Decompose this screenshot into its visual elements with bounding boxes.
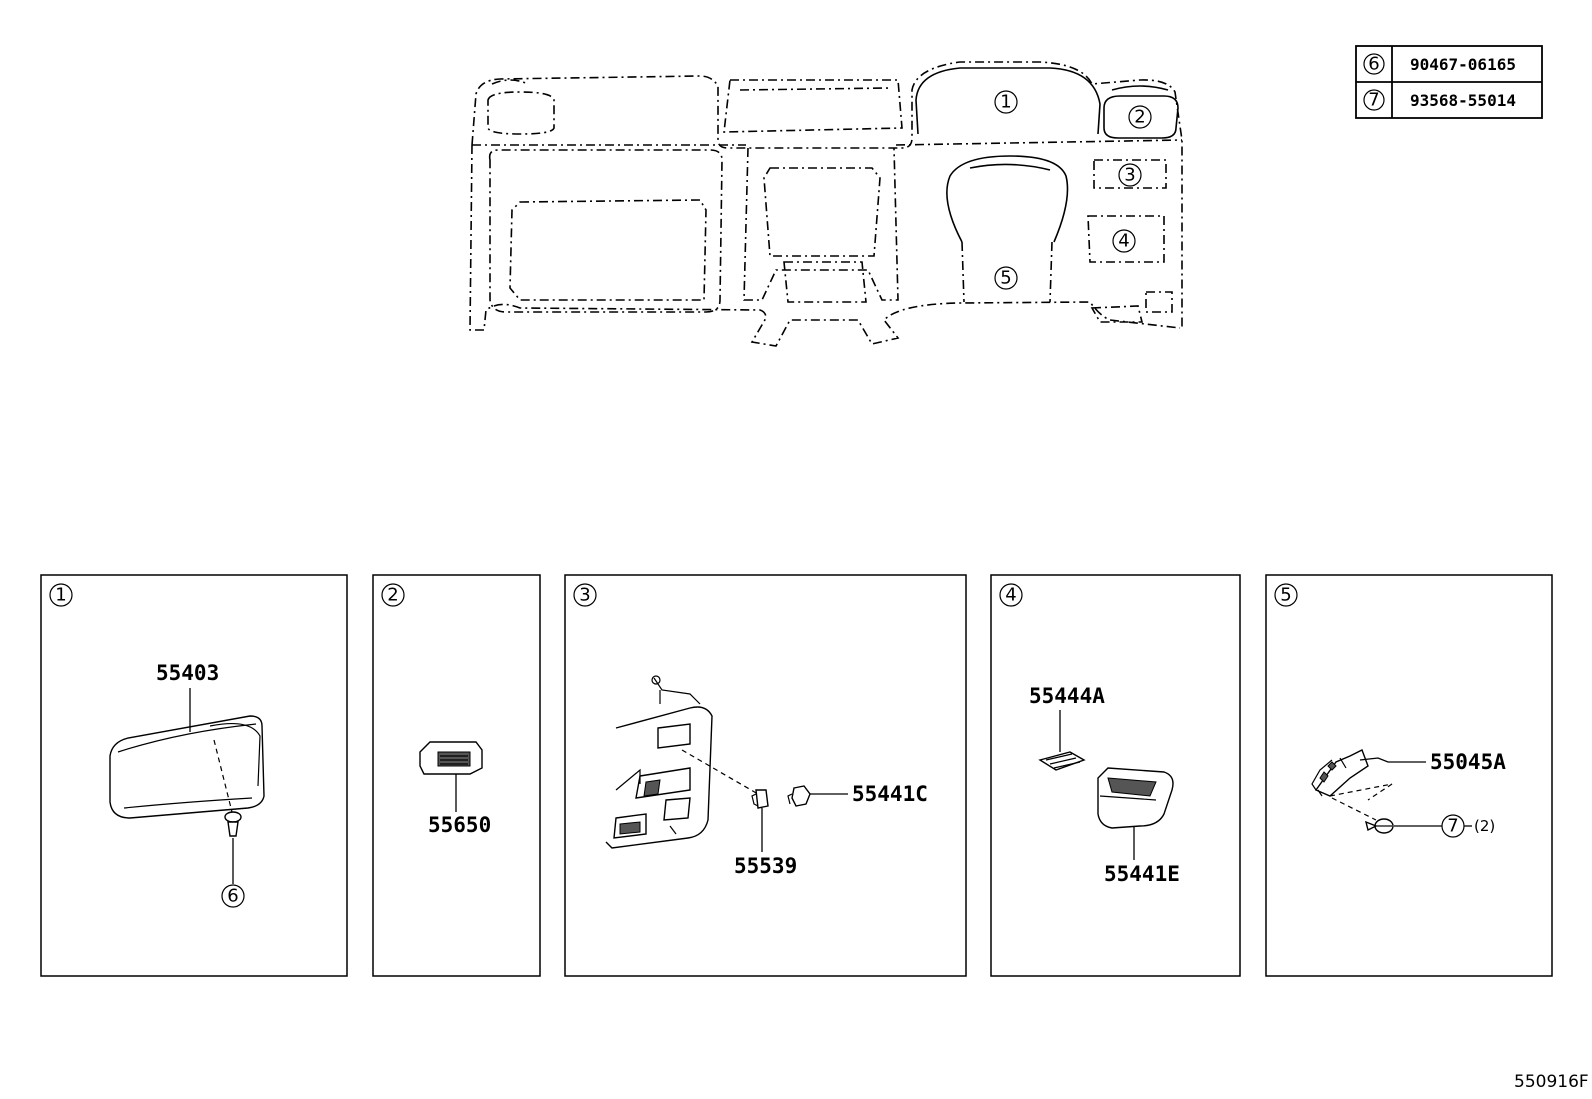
cover-part [1311, 749, 1369, 797]
callout-7: 7 [1447, 816, 1458, 837]
part-label-55539: 55539 [734, 854, 797, 878]
detail-panel-5: 5 55045A 7 (2) [1265, 574, 1553, 977]
overview-callout-1: 1 [1000, 92, 1011, 113]
panel-index: 2 [387, 585, 398, 606]
part-label-55444a: 55444A [1029, 684, 1105, 708]
reference-code: 550916F [1514, 1072, 1589, 1092]
detail-panel-2: 2 55650 [372, 574, 541, 977]
part-label-55441c: 55441C [852, 782, 928, 806]
legend-callout: 7 [1368, 90, 1379, 111]
legend-part-number: 93568-55014 [1410, 91, 1516, 110]
overview-callout-4: 4 [1118, 231, 1129, 252]
dashboard-overview: 1 2 3 4 5 [469, 61, 1183, 347]
detail-panel-3: 3 55539 55441C [564, 574, 967, 977]
panel-index: 1 [55, 585, 66, 606]
panel-index: 4 [1005, 585, 1016, 606]
screw-fastener [1364, 818, 1394, 834]
legend-row-6: 6 90467-06165 [1363, 53, 1516, 75]
coin-box-part [1097, 767, 1174, 829]
legend-part-number: 90467-06165 [1410, 55, 1516, 74]
clip-55539 [751, 789, 769, 809]
part-label-55441e: 55441E [1104, 862, 1180, 886]
mat-part [1038, 751, 1086, 771]
legend-row-7: 7 93568-55014 [1363, 89, 1516, 111]
clip-fastener [224, 811, 242, 837]
detail-panel-4: 4 55444A 55441E [990, 574, 1241, 977]
vent-part [419, 741, 483, 775]
part-label-55403: 55403 [156, 661, 219, 685]
detail-panel-1: 1 55403 6 [40, 574, 348, 977]
switch-bezel-part [605, 675, 713, 849]
overview-callout-5: 5 [1000, 268, 1011, 289]
panel-index: 3 [579, 585, 590, 606]
callout-6: 6 [227, 886, 238, 907]
legend-table: 6 90467-06165 7 93568-55014 [1355, 45, 1543, 119]
overview-callout-2: 2 [1134, 107, 1145, 128]
overview-callout-3: 3 [1124, 165, 1135, 186]
part-label-55650: 55650 [428, 813, 491, 837]
quantity-label: (2) [1474, 817, 1495, 835]
panel-index: 5 [1280, 585, 1291, 606]
legend-callout: 6 [1368, 54, 1379, 75]
part-label-55045a: 55045A [1430, 750, 1506, 774]
clip-55441c [787, 785, 811, 807]
